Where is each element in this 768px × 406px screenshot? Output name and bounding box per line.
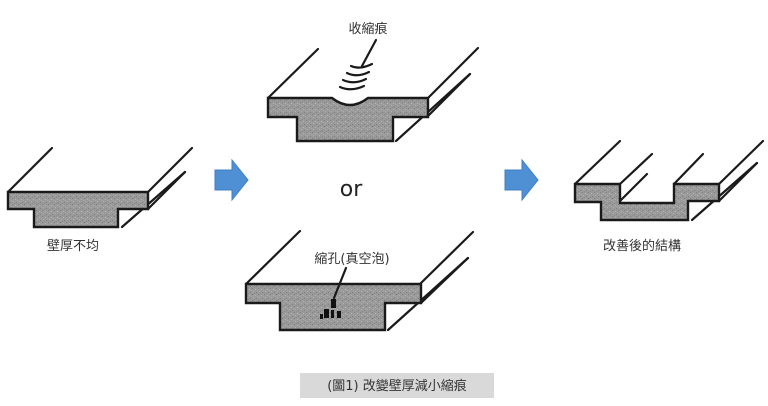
back-edge-line [120, 170, 187, 229]
back-edge-line [717, 139, 765, 186]
improved-structure-label: 改善後的結構 [603, 238, 681, 254]
improved-section [573, 182, 721, 222]
back-edge-line [419, 230, 475, 285]
caption-text: (圖1) 改變壁厚減小縮痕 [327, 378, 467, 394]
back-edge-line [386, 256, 470, 332]
void-pointer [332, 266, 348, 300]
uneven-wall-panel: 壁厚不均 [6, 146, 194, 254]
right-arrow-icon [214, 158, 249, 202]
back-edge-line [618, 152, 654, 186]
improved-structure-panel: 改善後的結構 [573, 139, 765, 254]
back-edge-line [146, 146, 194, 194]
void-bubble-icon [320, 299, 341, 319]
back-edge-line [266, 47, 320, 100]
sink-ripple-icon [338, 62, 374, 91]
void-panel: 縮孔(真空泡) [244, 229, 475, 332]
back-edge-line [394, 72, 472, 143]
sink-mark-pointer [360, 38, 378, 68]
figure-caption: (圖1) 改變壁厚減小縮痕 [300, 373, 494, 398]
back-edge-line [573, 139, 622, 186]
back-edge-line [618, 172, 649, 203]
caption-background [300, 373, 494, 398]
sink-mark-section [266, 96, 430, 143]
void-label: 縮孔(真空泡) [314, 251, 389, 267]
uneven-wall-label: 壁厚不均 [47, 239, 99, 254]
back-edge-line [690, 161, 759, 222]
back-edge-line [672, 152, 705, 186]
back-edge-line [6, 146, 54, 194]
sink-mark-label: 收縮痕 [348, 21, 387, 37]
right-arrow-icon [504, 158, 539, 202]
or-connector: or [340, 177, 363, 202]
sink-mark-panel: 收縮痕 [266, 21, 480, 143]
uneven-wall-section [6, 190, 150, 229]
back-edge-line [426, 46, 480, 100]
back-edge-line [244, 229, 302, 286]
